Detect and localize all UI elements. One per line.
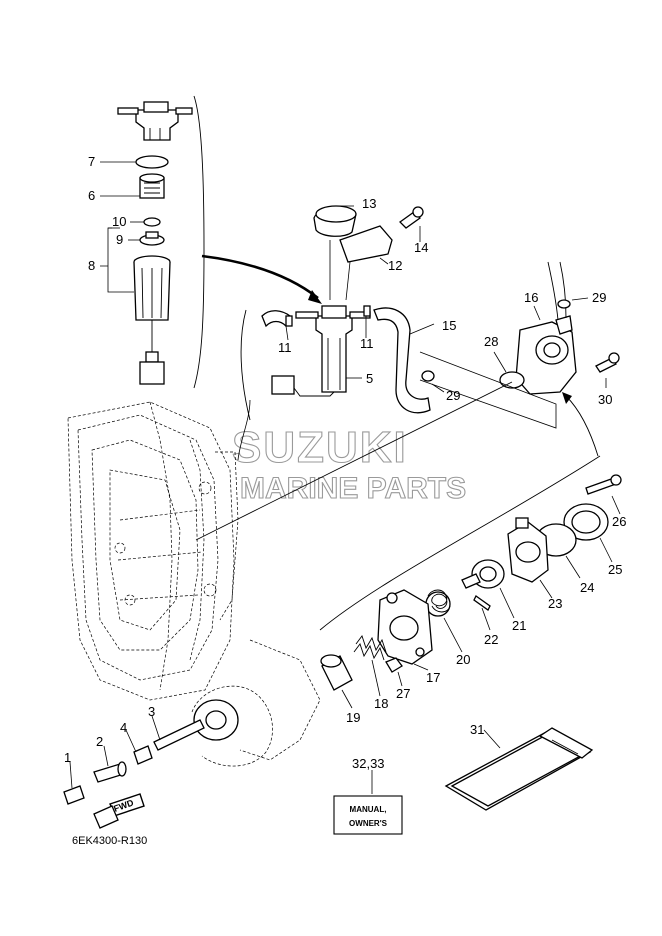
part-label-9: 9	[116, 232, 123, 247]
part-label-29-lower: 29	[446, 388, 460, 403]
manual-line1: MANUAL,	[350, 805, 387, 814]
diagram-reference-code: 6EK4300-R130	[72, 835, 148, 847]
arrow-head	[308, 290, 322, 304]
part-label-1: 1	[64, 750, 71, 765]
fwd-arrow: FWD	[93, 793, 145, 829]
part-label-24: 24	[580, 580, 594, 595]
part-label-29-upper: 29	[592, 290, 606, 305]
part-number-labels: 7 6 10 9 8 13 14 12 11 11 15 5 29 16 29 …	[64, 154, 626, 771]
part-label-5: 5	[366, 371, 373, 386]
part-label-11-right: 11	[360, 336, 374, 351]
pointer-line	[201, 254, 319, 300]
part-label-17: 17	[426, 670, 440, 685]
pump-o-ring-part	[499, 371, 525, 389]
part-label-10: 10	[112, 214, 126, 229]
guide-line	[195, 381, 513, 541]
part-label-19: 19	[346, 710, 360, 725]
part-label-4: 4	[120, 720, 127, 735]
part-label-7: 7	[88, 154, 95, 169]
filter-element-part	[139, 173, 165, 199]
part-label-8: 8	[88, 258, 95, 273]
part-label-16: 16	[524, 290, 538, 305]
exploded-view-arc	[319, 455, 601, 631]
filter-head-part	[117, 101, 193, 141]
drive-parts: FWD	[63, 685, 273, 829]
part-label-21: 21	[512, 618, 526, 633]
part-label-23: 23	[548, 596, 562, 611]
part-label-6: 6	[88, 188, 95, 203]
o-ring-part	[135, 155, 169, 169]
part-label-2: 2	[96, 734, 103, 749]
manual-line2: OWNER'S	[349, 819, 388, 828]
part-label-25: 25	[608, 562, 622, 577]
part-label-30: 30	[598, 392, 612, 407]
part-label-20: 20	[456, 652, 470, 667]
part-label-15: 15	[442, 318, 456, 333]
part-label-18: 18	[374, 696, 388, 711]
part-label-11-left: 11	[278, 340, 292, 355]
fuel-pump-assembly	[419, 261, 620, 429]
float-nut-part	[139, 231, 165, 246]
filter-cup-part	[133, 255, 171, 385]
part-label-14: 14	[414, 240, 428, 255]
owners-manual: MANUAL, OWNER'S	[333, 795, 403, 835]
part-label-31: 31	[470, 722, 484, 737]
washer-part	[143, 217, 161, 227]
watermark: SUZUKI MARINE PARTS	[231, 422, 466, 505]
filter-inset	[100, 95, 205, 389]
part-label-22: 22	[484, 632, 498, 647]
pump-internals	[320, 474, 622, 691]
part-label-32-33: 32,33	[352, 756, 385, 771]
storage-bag	[444, 727, 594, 811]
part-label-28: 28	[484, 334, 498, 349]
pointer-arc	[565, 395, 599, 457]
watermark-line2: MARINE PARTS	[240, 472, 466, 505]
part-label-12: 12	[388, 258, 402, 273]
part-label-26: 26	[612, 514, 626, 529]
part-label-3: 3	[148, 704, 155, 719]
part-label-13: 13	[362, 196, 376, 211]
engine-block	[67, 401, 321, 761]
part-label-27: 27	[396, 686, 410, 701]
fuel-filter-assembly	[237, 205, 431, 461]
watermark-line1: SUZUKI	[232, 423, 408, 472]
